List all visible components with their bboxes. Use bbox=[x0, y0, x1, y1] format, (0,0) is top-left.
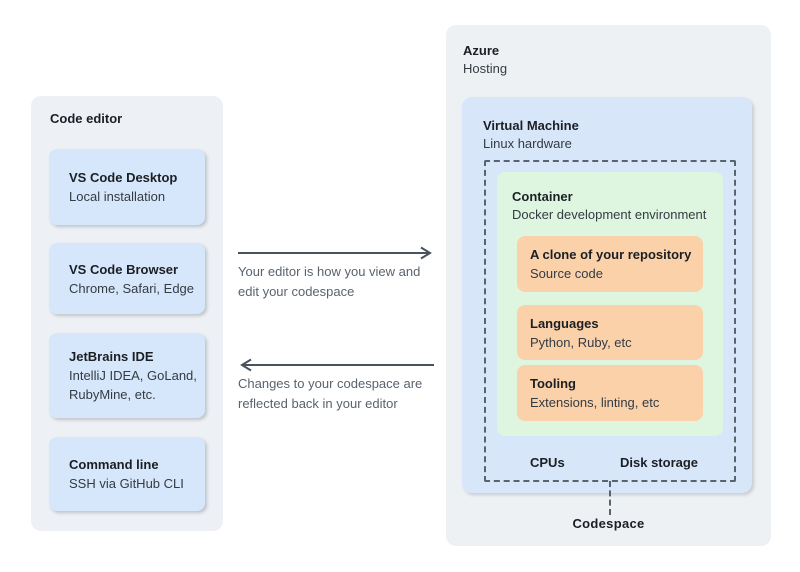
languages-title: Languages bbox=[530, 315, 599, 331]
container-box: Container Docker development environment… bbox=[497, 172, 723, 436]
jetbrains-ide-subtitle: IntelliJ IDEA, GoLand, RubyMine, etc. bbox=[69, 368, 197, 402]
codespace-connector-dashed-line bbox=[609, 481, 611, 515]
command-line-box: Command line SSH via GitHub CLI bbox=[49, 437, 205, 511]
azure-panel: Azure Hosting Virtual Machine Linux hard… bbox=[446, 25, 771, 546]
command-line-title: Command line bbox=[69, 457, 159, 472]
repository-clone-title: A clone of your repository bbox=[530, 247, 692, 262]
virtual-machine-title: Virtual Machine bbox=[483, 118, 579, 133]
container-title: Container bbox=[512, 189, 573, 204]
cpus-label: CPUs bbox=[530, 455, 565, 470]
arrow-right-caption: Your editor is how you view and edit you… bbox=[238, 262, 448, 302]
code-editor-panel-title: Code editor bbox=[50, 111, 123, 126]
jetbrains-ide-title: JetBrains IDE bbox=[69, 349, 154, 364]
arrow-left-caption: Changes to your codespace are reflected … bbox=[238, 374, 448, 414]
azure-subtitle: Hosting bbox=[463, 61, 508, 76]
code-editor-panel: Code editor VS Code Desktop Local instal… bbox=[31, 96, 223, 531]
virtual-machine-title-block: Virtual Machine Linux hardware bbox=[483, 117, 579, 153]
arrow-left-caption-line2: reflected back in your editor bbox=[238, 396, 398, 411]
codespace-label: Codespace bbox=[572, 516, 645, 531]
arrow-right-icon bbox=[238, 246, 432, 260]
virtual-machine-subtitle: Linux hardware bbox=[483, 136, 572, 151]
repository-clone-box: A clone of your repository Source code bbox=[517, 236, 703, 292]
azure-panel-title: Azure Hosting bbox=[463, 42, 507, 78]
arrow-right-caption-line1: Your editor is how you view and bbox=[238, 264, 421, 279]
vs-code-browser-box: VS Code Browser Chrome, Safari, Edge bbox=[49, 243, 205, 314]
azure-title: Azure bbox=[463, 43, 500, 58]
tooling-title: Tooling bbox=[530, 376, 576, 391]
container-subtitle: Docker development environment bbox=[512, 207, 707, 222]
arrow-left-caption-line1: Changes to your codespace are bbox=[238, 376, 423, 391]
jetbrains-ide-box: JetBrains IDE IntelliJ IDEA, GoLand, Rub… bbox=[49, 333, 205, 418]
arrow-left-icon bbox=[240, 358, 434, 372]
command-line-subtitle: SSH via GitHub CLI bbox=[69, 476, 184, 491]
disk-storage-label: Disk storage bbox=[620, 455, 699, 470]
virtual-machine-box: Virtual Machine Linux hardware Container… bbox=[462, 97, 752, 493]
tooling-box: Tooling Extensions, linting, etc bbox=[517, 365, 703, 421]
languages-subtitle: Python, Ruby, etc bbox=[530, 334, 632, 350]
container-title-block: Container Docker development environment bbox=[512, 188, 706, 224]
vs-code-desktop-title: VS Code Desktop bbox=[69, 170, 178, 185]
languages-box: Languages Python, Ruby, etc bbox=[517, 305, 703, 360]
vs-code-desktop-subtitle: Local installation bbox=[69, 189, 166, 204]
tooling-subtitle: Extensions, linting, etc bbox=[530, 395, 660, 410]
arrow-right-caption-line2: edit your codespace bbox=[238, 284, 355, 299]
vs-code-browser-subtitle: Chrome, Safari, Edge bbox=[69, 280, 195, 296]
vs-code-browser-title: VS Code Browser bbox=[69, 261, 179, 277]
codespace-dashed-boundary: Container Docker development environment… bbox=[484, 160, 736, 482]
vs-code-desktop-box: VS Code Desktop Local installation bbox=[49, 149, 205, 225]
repository-clone-subtitle: Source code bbox=[530, 266, 603, 281]
